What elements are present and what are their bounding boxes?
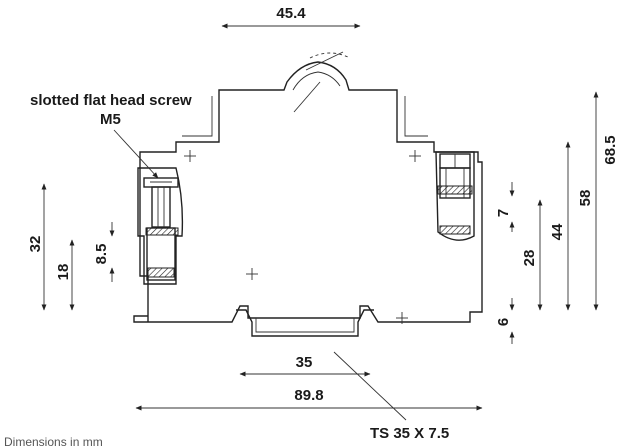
caption: Dimensions in mm	[4, 435, 103, 446]
dim-rail-width: 35	[239, 354, 371, 377]
dim-h58: 58	[577, 91, 599, 311]
right-terminal	[435, 151, 475, 241]
dim-h18: 18	[55, 239, 75, 311]
screw-icon	[143, 177, 179, 228]
rail-label: TS 35 X 7.5	[370, 425, 449, 442]
cross-mark-top-right	[409, 150, 421, 162]
dim-h6-label: 6	[495, 318, 512, 326]
breaker-body	[133, 51, 483, 324]
dim-h68-5-label: 68.5	[602, 135, 617, 164]
dim-top-width-label: 45.4	[276, 5, 306, 22]
dim-h8-5-label: 8.5	[93, 244, 110, 265]
screw-label-line1: slotted flat head screw	[30, 92, 192, 109]
dim-h6: 6	[495, 298, 515, 344]
dim-h18-label: 18	[55, 264, 72, 281]
dim-top-width: 45.4	[221, 5, 361, 29]
dim-h7: 7	[495, 182, 515, 232]
dim-h32-label: 32	[27, 236, 44, 253]
dim-h28-label: 28	[521, 250, 538, 267]
screw-callout: slotted flat head screw M5	[30, 92, 192, 179]
dim-h7-label: 7	[495, 209, 512, 217]
cross-mark-middle	[246, 268, 258, 280]
dim-overall-width-label: 89.8	[294, 387, 323, 404]
dim-h44-label: 44	[549, 223, 566, 240]
rail-callout: TS 35 X 7.5	[333, 351, 449, 442]
dim-overall-width: 89.8	[135, 387, 483, 411]
screw-label-line2: M5	[100, 111, 121, 128]
din-rail	[236, 309, 374, 337]
cross-mark-bottom-right	[396, 312, 408, 324]
dim-h68-5: 68.5	[602, 135, 617, 164]
dim-rail-width-label: 35	[296, 354, 313, 371]
dim-h58-label: 58	[577, 190, 594, 207]
dim-h44: 44	[549, 141, 571, 311]
left-terminal	[137, 167, 184, 285]
cross-mark-top-left	[184, 150, 196, 162]
dim-h28: 28	[521, 199, 543, 311]
dim-h8-5: 8.5	[93, 222, 115, 282]
dim-h32: 32	[27, 183, 47, 311]
